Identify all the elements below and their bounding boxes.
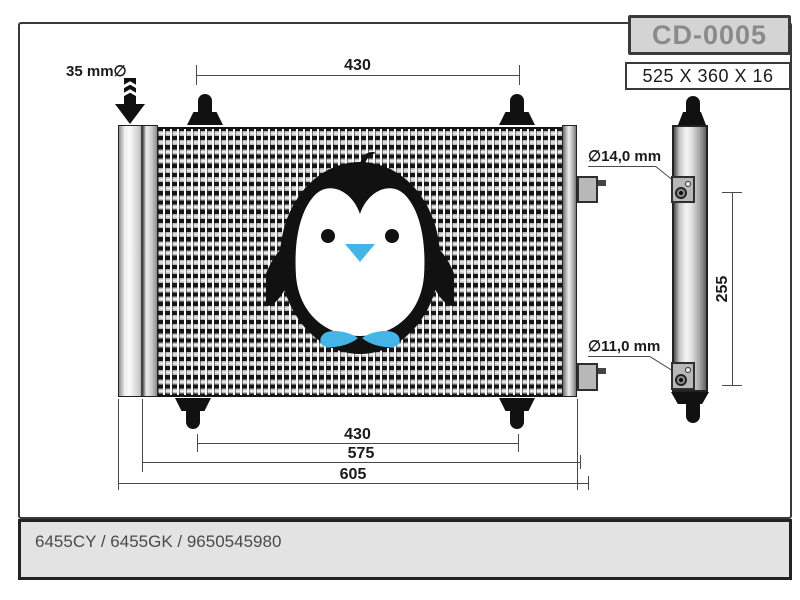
receiver-drier: [118, 125, 158, 397]
leader-line: [588, 356, 650, 357]
dim-label-side-255: 255: [714, 275, 731, 303]
pin-base-top-right: [499, 112, 535, 125]
front-fitting-bottom: [577, 363, 598, 391]
dim-tick: [722, 385, 742, 386]
dim-line-side-255: [732, 192, 733, 385]
part-code-text: CD-0005: [651, 19, 768, 50]
side-pin-base-top: [678, 112, 706, 125]
penguin-eye-left: [321, 229, 335, 243]
pin-base-top-left: [187, 112, 223, 125]
oem-numbers-text: 6455CY / 6455GK / 9650545980: [35, 532, 282, 551]
dim-label-605: 605: [339, 466, 367, 483]
port-hole-icon: [675, 374, 687, 386]
mounting-pin-top-right: [510, 94, 524, 113]
extension-line: [577, 399, 578, 490]
leader-line: [588, 166, 656, 167]
dim-label-bottom-430: 430: [344, 426, 371, 443]
dim-line-575: [142, 462, 580, 463]
pin-base-bottom-right: [499, 398, 535, 411]
mounting-pin-bottom-left: [186, 410, 200, 429]
penguin-beak: [345, 244, 375, 262]
side-pin-base-bottom: [671, 392, 709, 404]
part-code-badge: CD-0005: [628, 15, 791, 55]
drier-diameter-label: 35 mm∅: [66, 63, 127, 80]
dim-tick: [580, 455, 581, 469]
dim-line-605: [118, 483, 588, 484]
dim-tick: [196, 65, 197, 85]
right-header-tank: [562, 125, 577, 397]
side-pin-bottom: [686, 403, 700, 423]
penguin-eye-right: [385, 229, 399, 243]
front-fitting-bottom-stub: [598, 368, 606, 374]
oem-footer-bar: 6455CY / 6455GK / 9650545980: [18, 519, 792, 580]
extension-line: [118, 399, 119, 490]
front-fitting-top-stub: [598, 180, 606, 186]
dim-line-top-430: [196, 75, 519, 76]
dim-tick: [518, 434, 519, 452]
bottom-fitting-diameter-label: ∅11,0 mm: [588, 338, 661, 355]
top-fitting-diameter-label: ∅14,0 mm: [588, 148, 662, 165]
overall-size-text: 525 X 360 X 16: [642, 65, 774, 86]
dim-tick: [722, 192, 742, 193]
dim-tick: [588, 476, 589, 490]
dim-label-top-430: 430: [344, 57, 371, 74]
screw-hole-icon: [685, 181, 691, 187]
side-fitting-bottom: [671, 362, 695, 390]
side-pin-top: [686, 96, 700, 115]
screw-hole-icon: [685, 367, 691, 373]
side-view-tube: [672, 125, 708, 392]
dim-label-575: 575: [347, 445, 375, 462]
mounting-pin-bottom-right: [510, 410, 524, 429]
overall-size-box: 525 X 360 X 16: [625, 62, 791, 90]
dim-tick: [197, 434, 198, 452]
front-fitting-top: [577, 176, 598, 203]
penguin-logo: [266, 152, 454, 354]
dim-line-bottom-430: [197, 443, 518, 444]
mounting-pin-top-left: [198, 94, 212, 113]
port-hole-icon: [675, 187, 687, 199]
dim-tick: [519, 65, 520, 85]
pin-base-bottom-left: [175, 398, 211, 411]
down-arrow-icon: [115, 78, 145, 124]
side-fitting-top: [671, 176, 695, 203]
extension-line: [142, 399, 143, 472]
